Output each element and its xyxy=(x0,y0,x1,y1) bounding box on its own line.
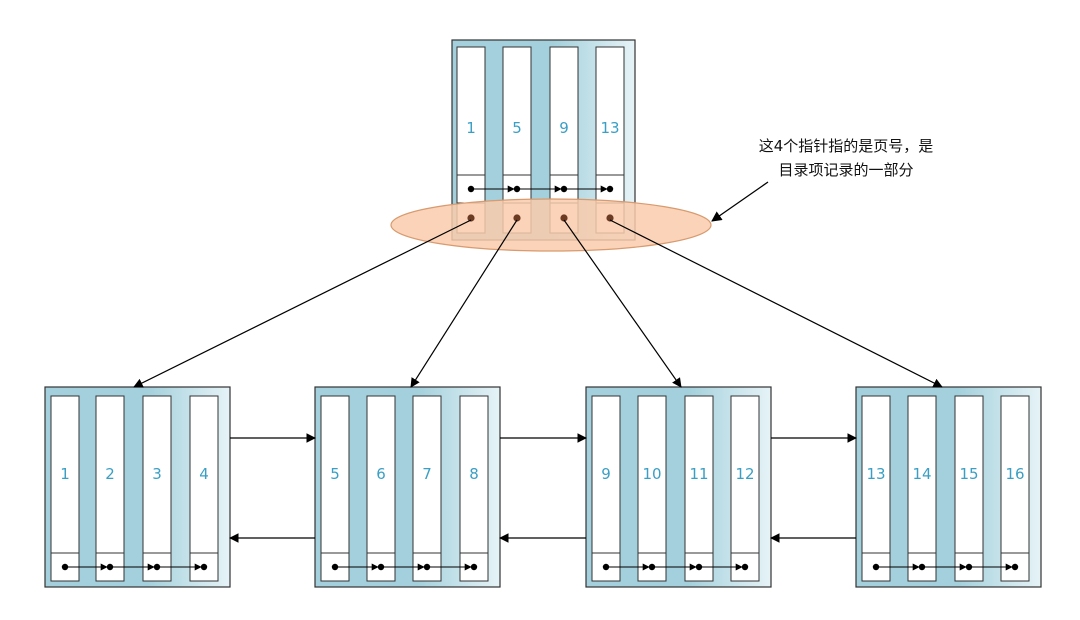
leaf-page-record-column xyxy=(412,395,442,582)
leaf-page-record-column xyxy=(637,395,667,582)
page-pointer-arrow xyxy=(410,219,518,388)
leaf-page-record-number: 15 xyxy=(959,465,978,483)
leaf-page-next-record-dot xyxy=(741,563,749,571)
leaf-page-next-record-dot xyxy=(648,563,656,571)
root-page-next-record-dot xyxy=(513,185,521,193)
leaf-page-record-column xyxy=(320,395,350,582)
leaf-page-record-column xyxy=(684,395,714,582)
leaf-page-record-column xyxy=(861,395,891,582)
leaf-page-next-record-dot xyxy=(470,563,478,571)
leaf-page-record-column xyxy=(50,395,80,582)
page-pointer-dot xyxy=(467,214,475,222)
leaf-page-next-record-dot xyxy=(423,563,431,571)
leaf-page-record-column xyxy=(954,395,984,582)
page-pointer-arrow xyxy=(609,219,943,388)
leaf-page-record-number: 12 xyxy=(735,465,754,483)
annotation-arrow xyxy=(711,181,769,222)
annotation-line-2: 目录项记录的一部分 xyxy=(778,161,913,179)
root-page-next-record-dot xyxy=(560,185,568,193)
leaf-page: 9 10 11 12 xyxy=(585,386,772,588)
leaf-page-record-column xyxy=(591,395,621,582)
root-page-record-number: 5 xyxy=(512,119,522,137)
root-page-record-number: 9 xyxy=(559,119,569,137)
leaf-page-record-number: 4 xyxy=(199,465,209,483)
leaf-page-record-number: 16 xyxy=(1005,465,1024,483)
leaf-page-record-column xyxy=(189,395,219,582)
leaf-page-record-number: 1 xyxy=(60,465,70,483)
leaf-page: 1 2 3 4 xyxy=(44,386,231,588)
annotation-line-1: 这4个指针指的是页号，是 xyxy=(759,137,934,155)
leaf-page-record-column xyxy=(95,395,125,582)
page-pointer-dot xyxy=(513,214,521,222)
leaf-page-next-record-dot xyxy=(918,563,926,571)
page-pointer-arrow xyxy=(133,219,472,388)
page-pointer-dot xyxy=(606,214,614,222)
leaf-page-record-number: 14 xyxy=(912,465,931,483)
page-pointer-highlight xyxy=(390,198,712,252)
leaf-page-record-column xyxy=(1000,395,1030,582)
leaf-page-record-number: 11 xyxy=(689,465,708,483)
leaf-page-record-number: 13 xyxy=(866,465,885,483)
leaf-page-next-record-dot xyxy=(695,563,703,571)
page-pointer-arrow xyxy=(563,219,682,388)
root-page-next-record-dot xyxy=(606,185,614,193)
page-number-pointers xyxy=(467,214,614,222)
leaf-page-record-column xyxy=(907,395,937,582)
leaf-page-next-record-dot xyxy=(872,563,880,571)
leaf-page: 5 6 7 8 xyxy=(314,386,501,588)
leaf-page-record-number: 7 xyxy=(422,465,432,483)
leaf-page-next-record-dot xyxy=(1011,563,1019,571)
leaf-page-record-number: 5 xyxy=(330,465,340,483)
connector-arrows xyxy=(133,219,943,543)
leaf-page-next-record-dot xyxy=(153,563,161,571)
leaf-page-next-record-dot xyxy=(61,563,69,571)
leaf-page-next-record-dot xyxy=(965,563,973,571)
leaf-page-record-column xyxy=(730,395,760,582)
leaf-page: 13 14 15 16 xyxy=(855,386,1042,588)
root-page-record-number: 13 xyxy=(600,119,619,137)
leaf-page-next-record-dot xyxy=(377,563,385,571)
leaf-page-record-number: 9 xyxy=(601,465,611,483)
leaf-page-record-column xyxy=(142,395,172,582)
root-page-record-number: 1 xyxy=(466,119,476,137)
leaf-page-record-number: 3 xyxy=(152,465,162,483)
root-page-next-record-dot xyxy=(467,185,475,193)
leaf-page-record-number: 10 xyxy=(642,465,661,483)
leaf-page-next-record-dot xyxy=(106,563,114,571)
page-pointer-dot xyxy=(560,214,568,222)
leaf-page-record-column xyxy=(459,395,489,582)
leaf-page-record-column xyxy=(366,395,396,582)
leaf-page-record-number: 8 xyxy=(469,465,479,483)
leaf-page-record-number: 6 xyxy=(376,465,386,483)
leaf-page-next-record-dot xyxy=(602,563,610,571)
leaf-page-next-record-dot xyxy=(331,563,339,571)
leaf-page-next-record-dot xyxy=(200,563,208,571)
leaf-page-record-number: 2 xyxy=(105,465,115,483)
